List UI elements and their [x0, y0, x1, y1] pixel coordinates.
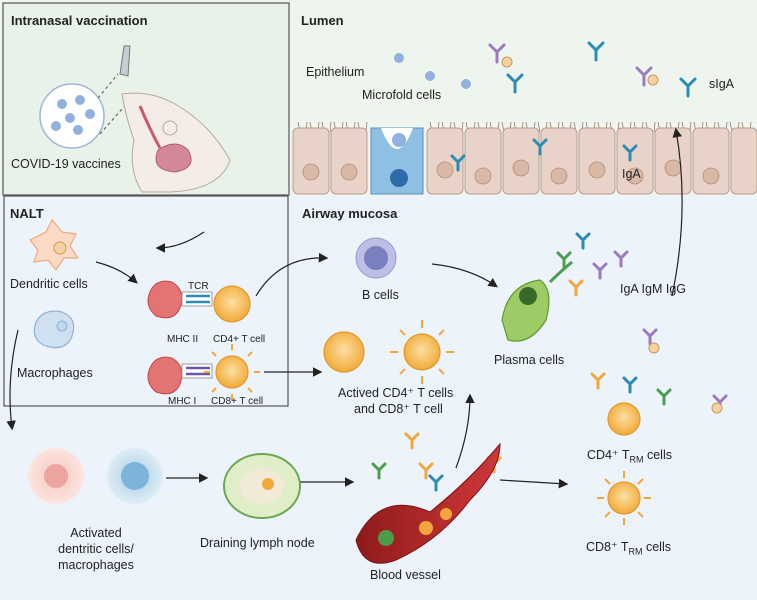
tcr-label: TCR [188, 281, 209, 292]
blood-vessel-label: Blood vessel [370, 568, 441, 582]
activated-dc-label-line2: dentritic cells/ [58, 542, 134, 556]
macrophage-icon [33, 310, 75, 349]
cilia [297, 121, 752, 133]
cd8-t-cell-label: CD8+ T cell [211, 396, 264, 407]
antibodies-blue [428, 41, 697, 492]
flow-arrows [6, 127, 683, 489]
mhc1-label: MHC I [168, 396, 197, 407]
actived-t-cells-label-line1: Actived CD4⁺ T cells [338, 386, 454, 400]
plasma-cells-label: Plasma cells [494, 353, 565, 367]
dendritic-cell-icon [29, 218, 80, 272]
antibody-classes-label: IgA IgM IgG [620, 282, 687, 296]
epithelium-label: Epithelium [306, 65, 365, 79]
blood-vessel-icon [355, 442, 501, 564]
activated-dc-label-line3: macrophages [58, 558, 134, 572]
pentameric-igm [501, 56, 723, 414]
epithelial-cells [292, 127, 757, 195]
epithelium-layer [292, 121, 757, 195]
cd4-t-cell-label: CD4+ T cell [213, 334, 266, 345]
plasma-cell-icon [501, 260, 573, 342]
cd8-trm-label: CD8⁺ TRM cells [586, 540, 671, 557]
draining-lymph-node-label: Draining lymph node [200, 536, 315, 550]
lymph-node-icon [223, 453, 301, 519]
microfold-cells-label: Microfold cells [362, 88, 442, 102]
airway-mucosa-title: Airway mucosa [302, 206, 398, 221]
intranasal-vaccination-title: Intranasal vaccination [11, 13, 148, 28]
activated-dc-icons [28, 448, 163, 504]
iga-label: IgA [622, 167, 641, 181]
mouse-illustration [119, 45, 231, 193]
cd4-trm-label: CD4⁺ TRM cells [587, 448, 672, 465]
epithelial-nuclei [302, 159, 720, 185]
covid-vaccines-label: COVID-19 vaccines [11, 157, 121, 171]
activated-t-cells [323, 320, 454, 384]
b-cells-label: B cells [362, 288, 399, 302]
microfold-cell-shape [370, 127, 424, 195]
b-cell-icon [355, 237, 397, 279]
vaccine-circle [39, 73, 131, 149]
cd4-trm-icon [607, 402, 641, 436]
actived-t-cells-label-line2: and CD8⁺ T cell [354, 402, 443, 416]
macrophages-label: Macrophages [17, 366, 93, 380]
lumen-title: Lumen [301, 13, 344, 28]
nalt-title: NALT [10, 206, 44, 221]
mhc1-complex [147, 344, 260, 400]
mhc2-label: MHC II [167, 334, 199, 345]
dendritic-cells-label: Dendritic cells [10, 277, 88, 291]
activated-dc-label-line1: Activated [70, 526, 122, 540]
mhc2-tcr-complex [147, 280, 251, 323]
cd8-trm-icon [597, 471, 651, 525]
siga-label: sIgA [709, 77, 735, 91]
